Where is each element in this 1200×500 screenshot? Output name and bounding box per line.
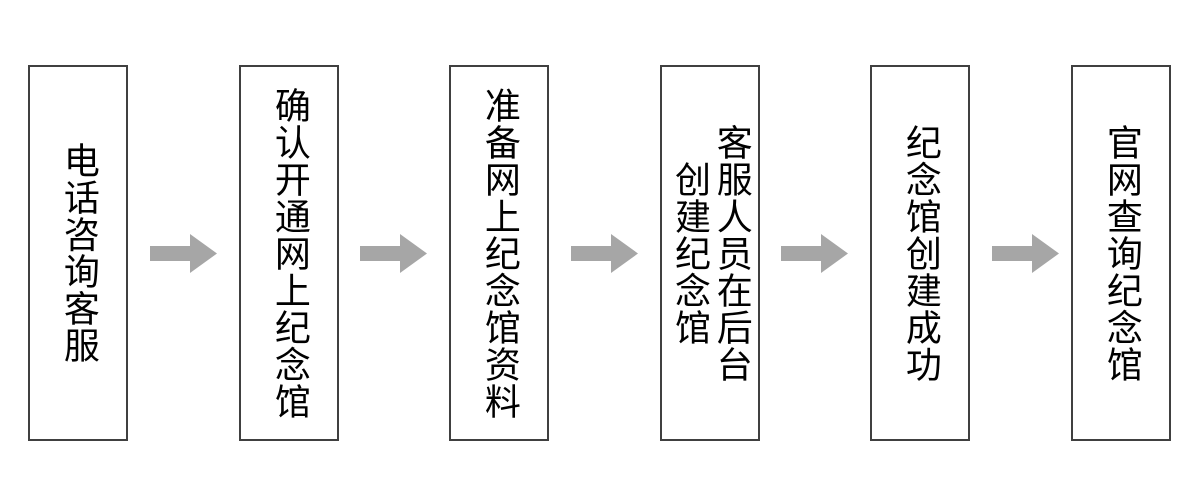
process-box-label-step-4: 客服人员在后台创建纪念馆 bbox=[669, 123, 752, 383]
process-box-step-1[interactable]: 电话咨询客服 bbox=[28, 65, 128, 441]
right-arrow-icon bbox=[150, 234, 217, 273]
process-box-label-step-1: 电话咨询客服 bbox=[57, 142, 99, 364]
process-box-step-4[interactable]: 客服人员在后台创建纪念馆 bbox=[660, 65, 760, 441]
connector-arrow-4 bbox=[781, 234, 848, 273]
connector-arrow-1 bbox=[150, 234, 217, 273]
connector-arrow-2 bbox=[360, 234, 427, 273]
process-box-step-2[interactable]: 确认开通网上纪念馆 bbox=[239, 65, 339, 441]
right-arrow-icon bbox=[992, 234, 1059, 273]
process-box-label-step-3: 准备网上纪念馆资料 bbox=[478, 86, 520, 420]
process-box-label-step-6: 官网查询纪念馆 bbox=[1100, 123, 1142, 383]
process-box-label-step-2: 确认开通网上纪念馆 bbox=[268, 86, 310, 420]
process-box-label-step-5: 纪念馆创建成功 bbox=[899, 123, 941, 383]
connector-arrow-3 bbox=[571, 234, 638, 273]
process-box-step-6[interactable]: 官网查询纪念馆 bbox=[1071, 65, 1171, 441]
right-arrow-icon bbox=[781, 234, 848, 273]
process-box-step-5[interactable]: 纪念馆创建成功 bbox=[870, 65, 970, 441]
right-arrow-icon bbox=[571, 234, 638, 273]
process-box-step-3[interactable]: 准备网上纪念馆资料 bbox=[449, 65, 549, 441]
connector-arrow-5 bbox=[992, 234, 1059, 273]
right-arrow-icon bbox=[360, 234, 427, 273]
